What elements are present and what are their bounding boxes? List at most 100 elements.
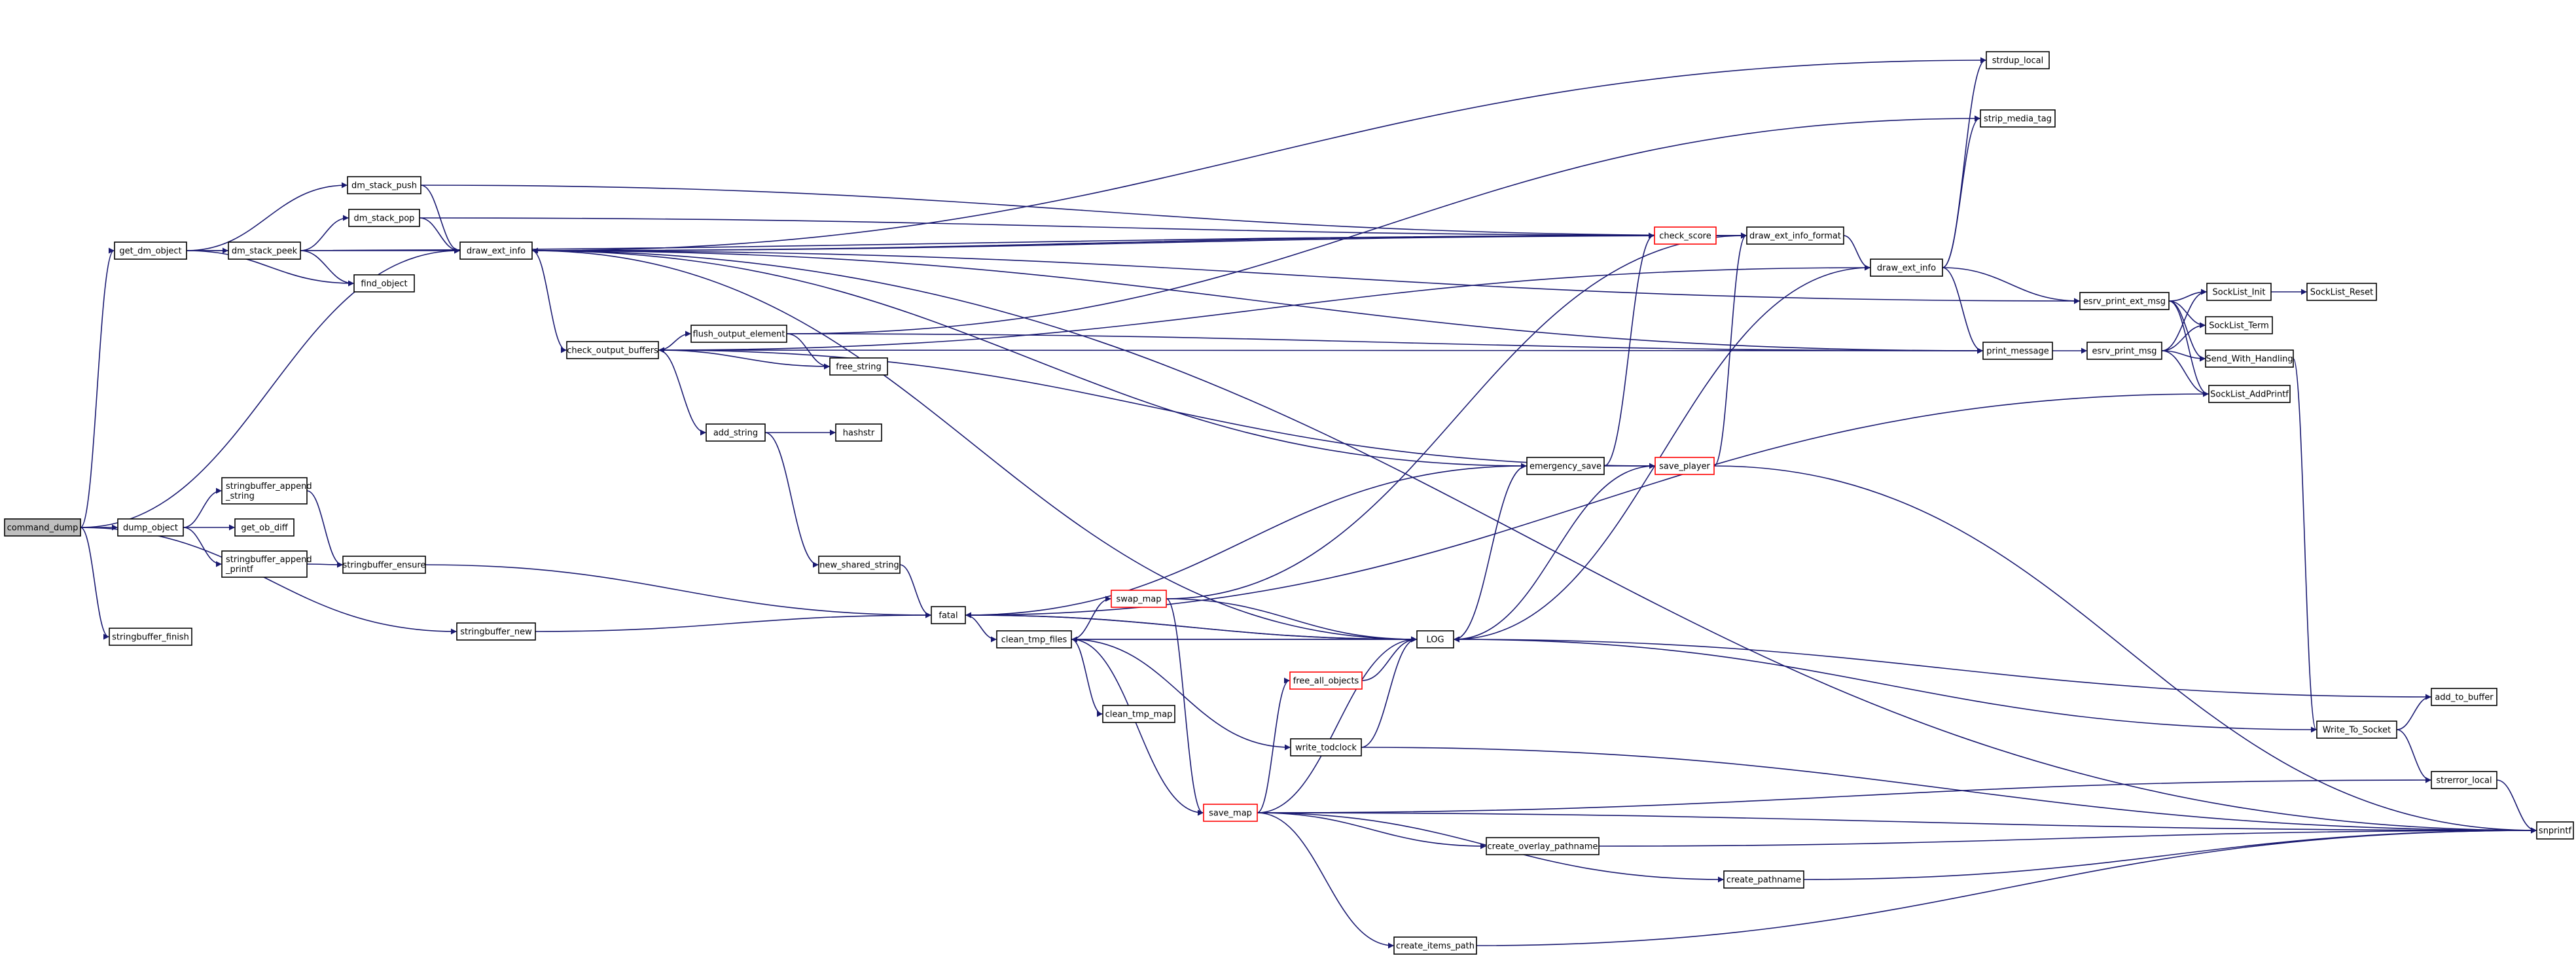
node-create-items-path[interactable]: create_items_path	[1393, 936, 1477, 955]
node-stringbuffer-ensure[interactable]: stringbuffer_ensure	[342, 556, 426, 574]
node-check-score[interactable]: check_score	[1654, 226, 1717, 245]
node-fatal[interactable]: fatal	[931, 606, 966, 624]
node-dm-stack-push[interactable]: dm_stack_push	[347, 176, 421, 194]
node-find-object[interactable]: find_object	[353, 274, 415, 293]
node-label: command_dump	[7, 524, 79, 533]
node-box	[2086, 342, 2162, 360]
node-log[interactable]: LOG	[1416, 630, 1454, 649]
node-stringbuffer-append-string[interactable]: stringbuffer_append_string	[221, 477, 312, 505]
node-hashstr[interactable]: hashstr	[835, 423, 882, 442]
node-free-all-objects[interactable]: free_all_objects	[1289, 671, 1363, 690]
edge-command_dump-to-get_dm_object	[80, 247, 115, 528]
node-esrv-print-ext-msg[interactable]: esrv_print_ext_msg	[2079, 292, 2170, 310]
node-stringbuffer-append-printf[interactable]: stringbuffer_append_printf	[221, 550, 312, 578]
node-stringbuffer-new[interactable]: stringbuffer_new	[456, 622, 536, 641]
node-label: hashstr	[843, 429, 875, 438]
node-draw-ext-info-format[interactable]: draw_ext_info_format	[1746, 226, 1844, 245]
node-clean-tmp-map[interactable]: clean_tmp_map	[1102, 705, 1175, 723]
node-write-todclock[interactable]: write_todclock	[1290, 738, 1362, 756]
node-box	[2205, 316, 2273, 334]
node-stringbuffer-finish[interactable]: stringbuffer_finish	[109, 628, 192, 646]
edge-emergency_save-to-check_score	[1603, 232, 1655, 467]
node-box	[1982, 342, 2053, 360]
edge-stringbuffer_append_string-to-stringbuffer_ensure	[306, 490, 343, 568]
node-strerror-local[interactable]: strerror_local	[2431, 771, 2497, 789]
node-box	[4, 518, 81, 537]
node-add-to-buffer[interactable]: add_to_buffer	[2431, 688, 2497, 706]
edge-draw_ext_info2-to-print_message	[1942, 267, 1983, 354]
edge-check_score-to-draw_ext_info	[532, 235, 1655, 254]
node-label: create_pathname	[1726, 876, 1801, 885]
node-strip-media-tag[interactable]: strip_media_tag	[1980, 109, 2056, 128]
node-socklist-addprintf[interactable]: SockList_AddPrintf	[2208, 385, 2291, 403]
node-label: dump_object	[123, 524, 178, 533]
node-dm-stack-pop[interactable]: dm_stack_pop	[348, 209, 420, 227]
node-label: save_map	[1209, 809, 1252, 819]
node-box	[690, 325, 787, 343]
node-draw-ext-info2[interactable]: draw_ext_info	[1870, 258, 1943, 277]
edge-free_all_objects-to-LOG	[1361, 636, 1417, 681]
node-socklist-init[interactable]: SockList_Init	[2206, 283, 2272, 301]
node-box	[221, 550, 308, 578]
node-box	[221, 477, 308, 505]
edge-Write_To_Socket-to-LOG	[1454, 636, 2317, 730]
edge-get_dm_object-to-draw_ext_info_format	[186, 232, 1747, 251]
node-label: new_shared_string	[819, 561, 899, 571]
node-socklist-term[interactable]: SockList_Term	[2205, 316, 2273, 334]
node-free-string[interactable]: free_string	[829, 357, 888, 376]
node-new-shared-string[interactable]: new_shared_string	[818, 556, 901, 574]
node-write-to-socket[interactable]: Write_To_Socket	[2316, 720, 2397, 739]
node-command-dump[interactable]: command_dump	[4, 518, 81, 537]
edge-esrv_print_msg-to-SockList_Init	[2161, 289, 2207, 351]
node-check-output-buffers[interactable]: check_output_buffers	[566, 341, 659, 359]
node-label: add_to_buffer	[2435, 693, 2494, 703]
edge-save_player-to-draw_ext_info_format	[1713, 232, 1747, 467]
edge-draw_ext_info2-to-LOG	[1454, 267, 1871, 643]
edge-check_output_buffers-to-add_string	[658, 349, 706, 436]
node-create-overlay-pathname[interactable]: create_overlay_pathname	[1486, 837, 1600, 855]
node-label: clean_tmp_files	[1001, 635, 1067, 645]
edge-clean_tmp_files-to-save_map	[1071, 639, 1204, 816]
node-draw-ext-info[interactable]: draw_ext_info	[459, 241, 533, 260]
node-print-message[interactable]: print_message	[1982, 342, 2053, 360]
node-strdup-local[interactable]: strdup_local	[1986, 51, 2050, 69]
node-label: SockList_Init	[2213, 288, 2266, 298]
edge-SockList_AddPrintf-to-fatal	[965, 393, 2209, 618]
node-flush-output-element[interactable]: flush_output_element	[690, 325, 787, 343]
edge-swap_map-to-LOG	[1166, 598, 1417, 643]
node-esrv-print-msg[interactable]: esrv_print_msg	[2086, 342, 2162, 360]
node-label: snprintf	[2539, 827, 2572, 836]
edge-check_output_buffers-to-print_message	[658, 347, 1983, 354]
node-swap-map[interactable]: swap_map	[1111, 590, 1167, 608]
node-box	[114, 241, 187, 260]
node-dump-object[interactable]: dump_object	[117, 518, 184, 537]
node-clean-tmp-files[interactable]: clean_tmp_files	[996, 630, 1072, 649]
node-box	[566, 341, 659, 359]
node-label: stringbuffer_new	[460, 628, 532, 637]
node-dm-stack-peek[interactable]: dm_stack_peek	[228, 241, 301, 260]
node-box	[1980, 109, 2056, 128]
node-send-with-handling[interactable]: Send_With_Handling	[2205, 349, 2294, 368]
node-label: SockList_Reset	[2310, 288, 2373, 298]
node-socklist-reset[interactable]: SockList_Reset	[2306, 283, 2377, 301]
edge-save_map-to-create_items_path	[1257, 812, 1394, 949]
node-add-string[interactable]: add_string	[706, 423, 766, 442]
edge-get_dm_object-to-dm_stack_push	[186, 182, 348, 251]
node-box	[2316, 720, 2397, 739]
edge-emergency_save-to-draw_ext_info	[532, 247, 1528, 467]
edge-get_dm_object-to-find_object	[186, 250, 354, 287]
node-emergency-save[interactable]: emergency_save	[1526, 457, 1605, 475]
node-get-dm-object[interactable]: get_dm_object	[114, 241, 187, 260]
node-save-map[interactable]: save_map	[1203, 804, 1258, 822]
node-save-player[interactable]: save_player	[1655, 457, 1715, 475]
node-snprintf[interactable]: snprintf	[2536, 821, 2574, 840]
node-create-pathname[interactable]: create_pathname	[1723, 870, 1804, 889]
edge-add_string-to-new_shared_string	[764, 432, 819, 568]
node-get-ob-diff[interactable]: get_ob_diff	[234, 518, 295, 537]
node-label: Write_To_Socket	[2323, 726, 2391, 736]
edge-save_player-to-snprintf	[1713, 465, 2537, 834]
node-box	[1111, 590, 1167, 608]
node-box	[1986, 51, 2050, 69]
node-box	[347, 176, 421, 194]
node-box	[1102, 705, 1175, 723]
